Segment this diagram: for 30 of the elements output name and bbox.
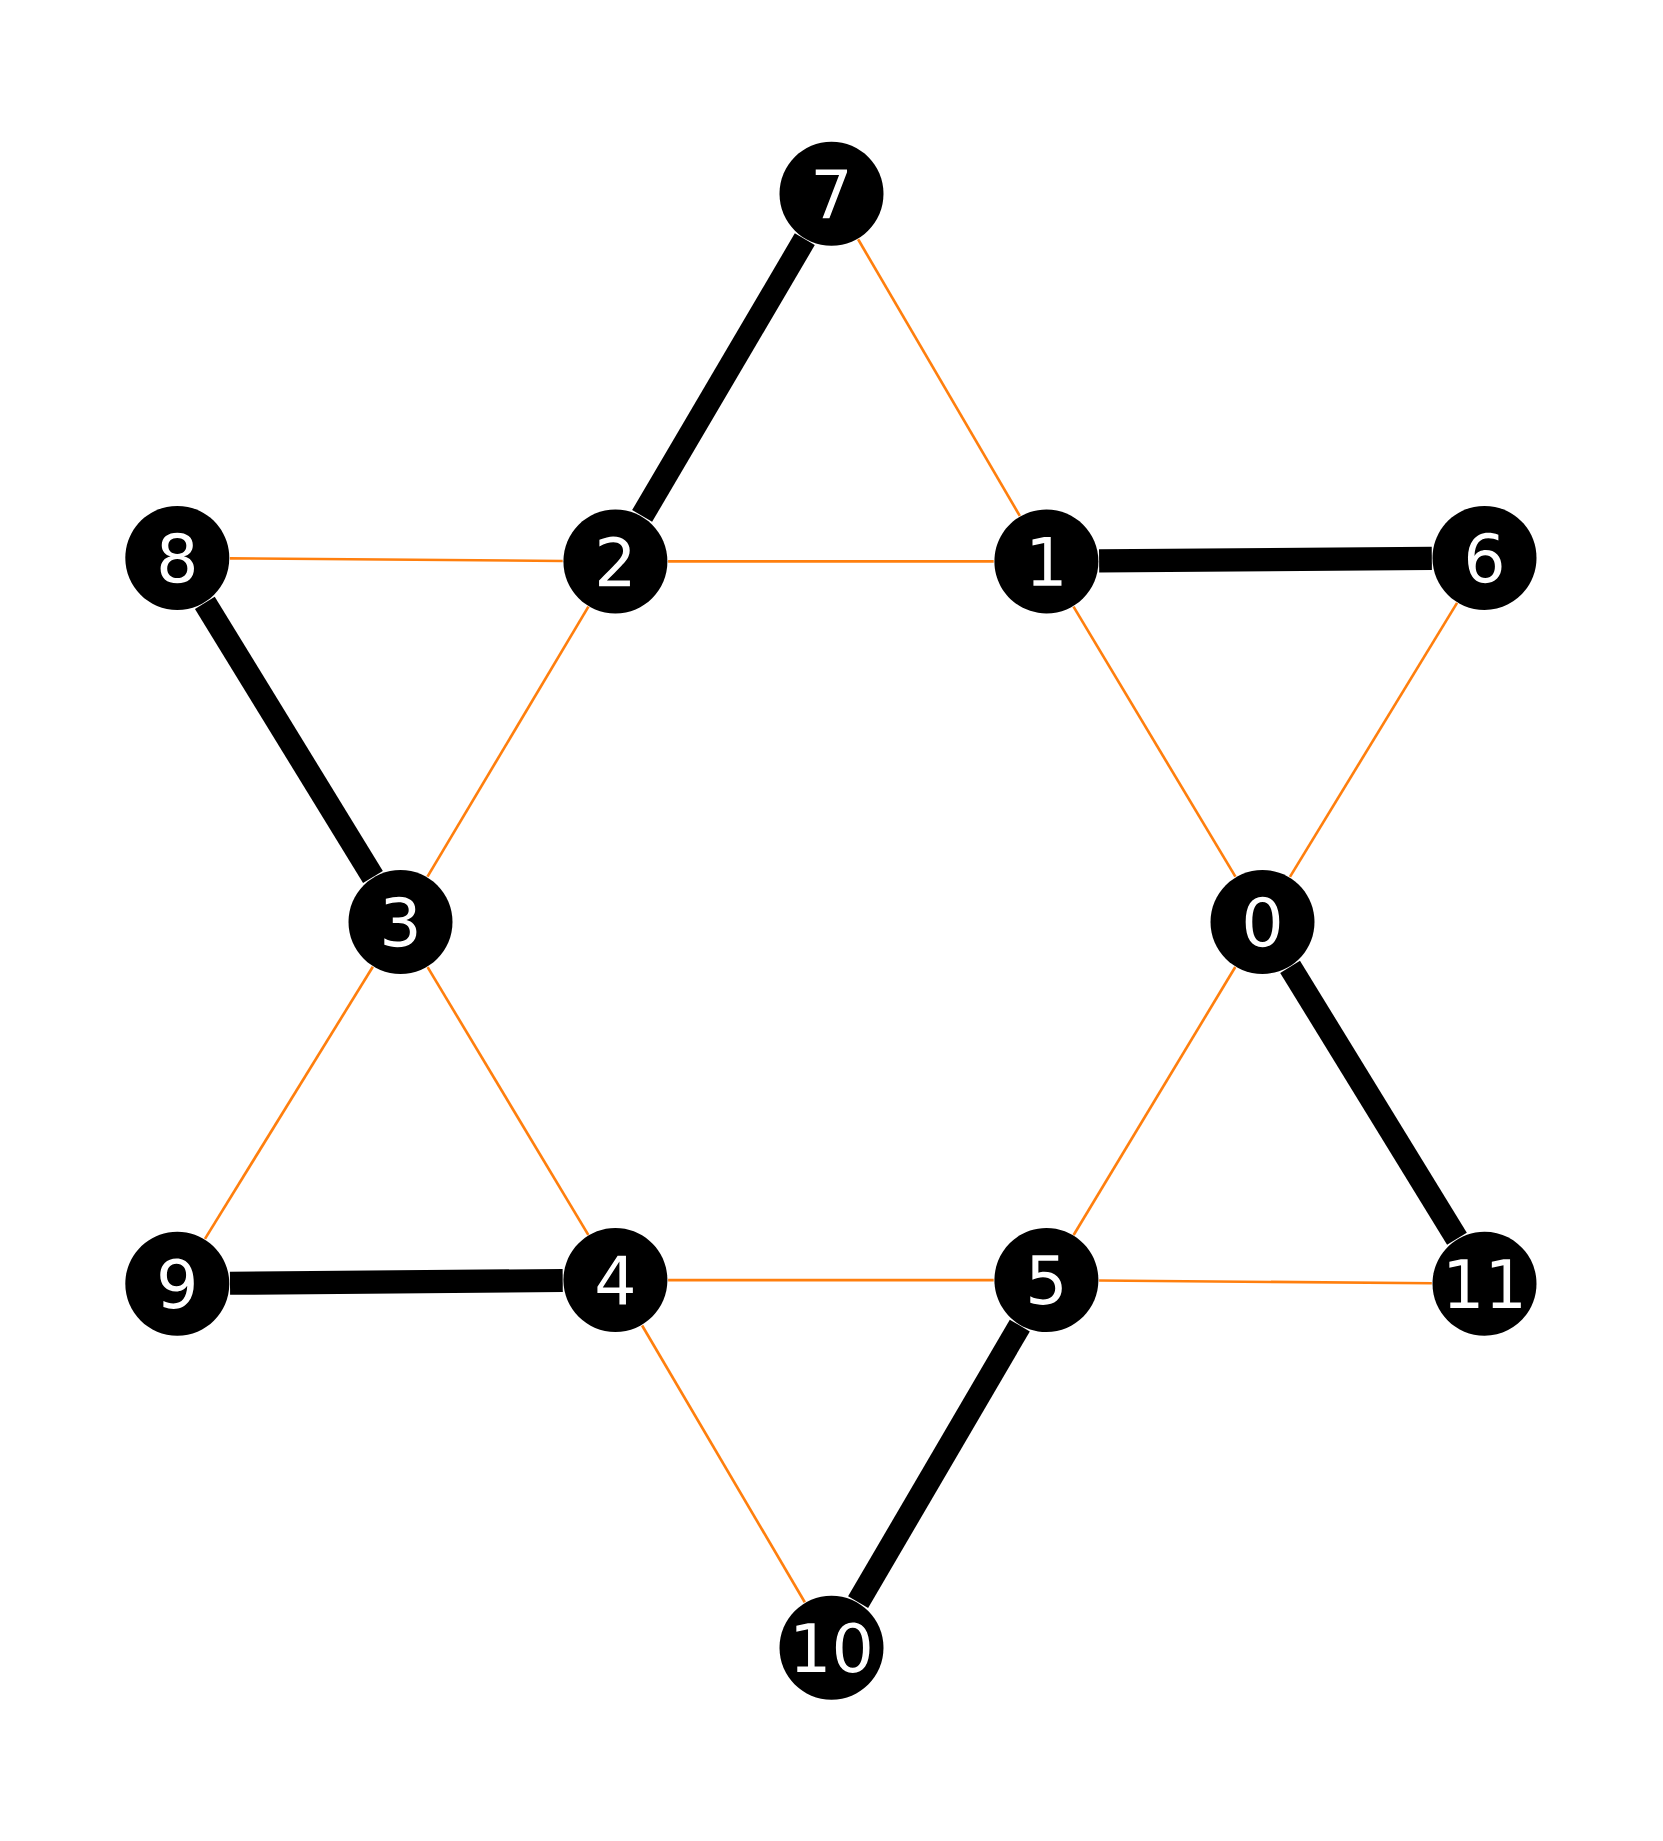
- graph-node: 11: [1432, 1231, 1537, 1336]
- graph-node: 8: [125, 505, 230, 610]
- graph-node: 6: [1432, 505, 1537, 610]
- edge-line: [1072, 966, 1237, 1236]
- graph-node: 4: [563, 1228, 668, 1333]
- edge-line: [229, 1268, 563, 1295]
- graph-node: 2: [563, 509, 668, 614]
- graph-node: 1: [994, 509, 1099, 614]
- edge-line: [1099, 1279, 1432, 1285]
- edge-line: [194, 596, 383, 884]
- edge-line: [640, 1324, 806, 1603]
- edge-line: [1280, 960, 1467, 1245]
- graph-node: 10: [779, 1595, 884, 1700]
- edge-line: [1072, 605, 1237, 878]
- graph-node: 7: [779, 141, 884, 246]
- graph-node: 3: [348, 869, 453, 974]
- graph-node: 5: [994, 1228, 1099, 1333]
- edge-line: [668, 1278, 994, 1282]
- edge-line: [1099, 546, 1432, 573]
- edge-line: [229, 557, 563, 563]
- edge-line: [426, 605, 590, 878]
- edge-line: [848, 1319, 1030, 1609]
- edge-line: [632, 233, 815, 522]
- edge-line: [856, 238, 1021, 517]
- edge-line: [668, 560, 994, 563]
- edge-line: [203, 966, 374, 1240]
- graph-node: 0: [1210, 869, 1315, 974]
- graph-node: 9: [125, 1231, 230, 1336]
- edge-line: [426, 966, 590, 1236]
- edge-line: [1288, 602, 1459, 878]
